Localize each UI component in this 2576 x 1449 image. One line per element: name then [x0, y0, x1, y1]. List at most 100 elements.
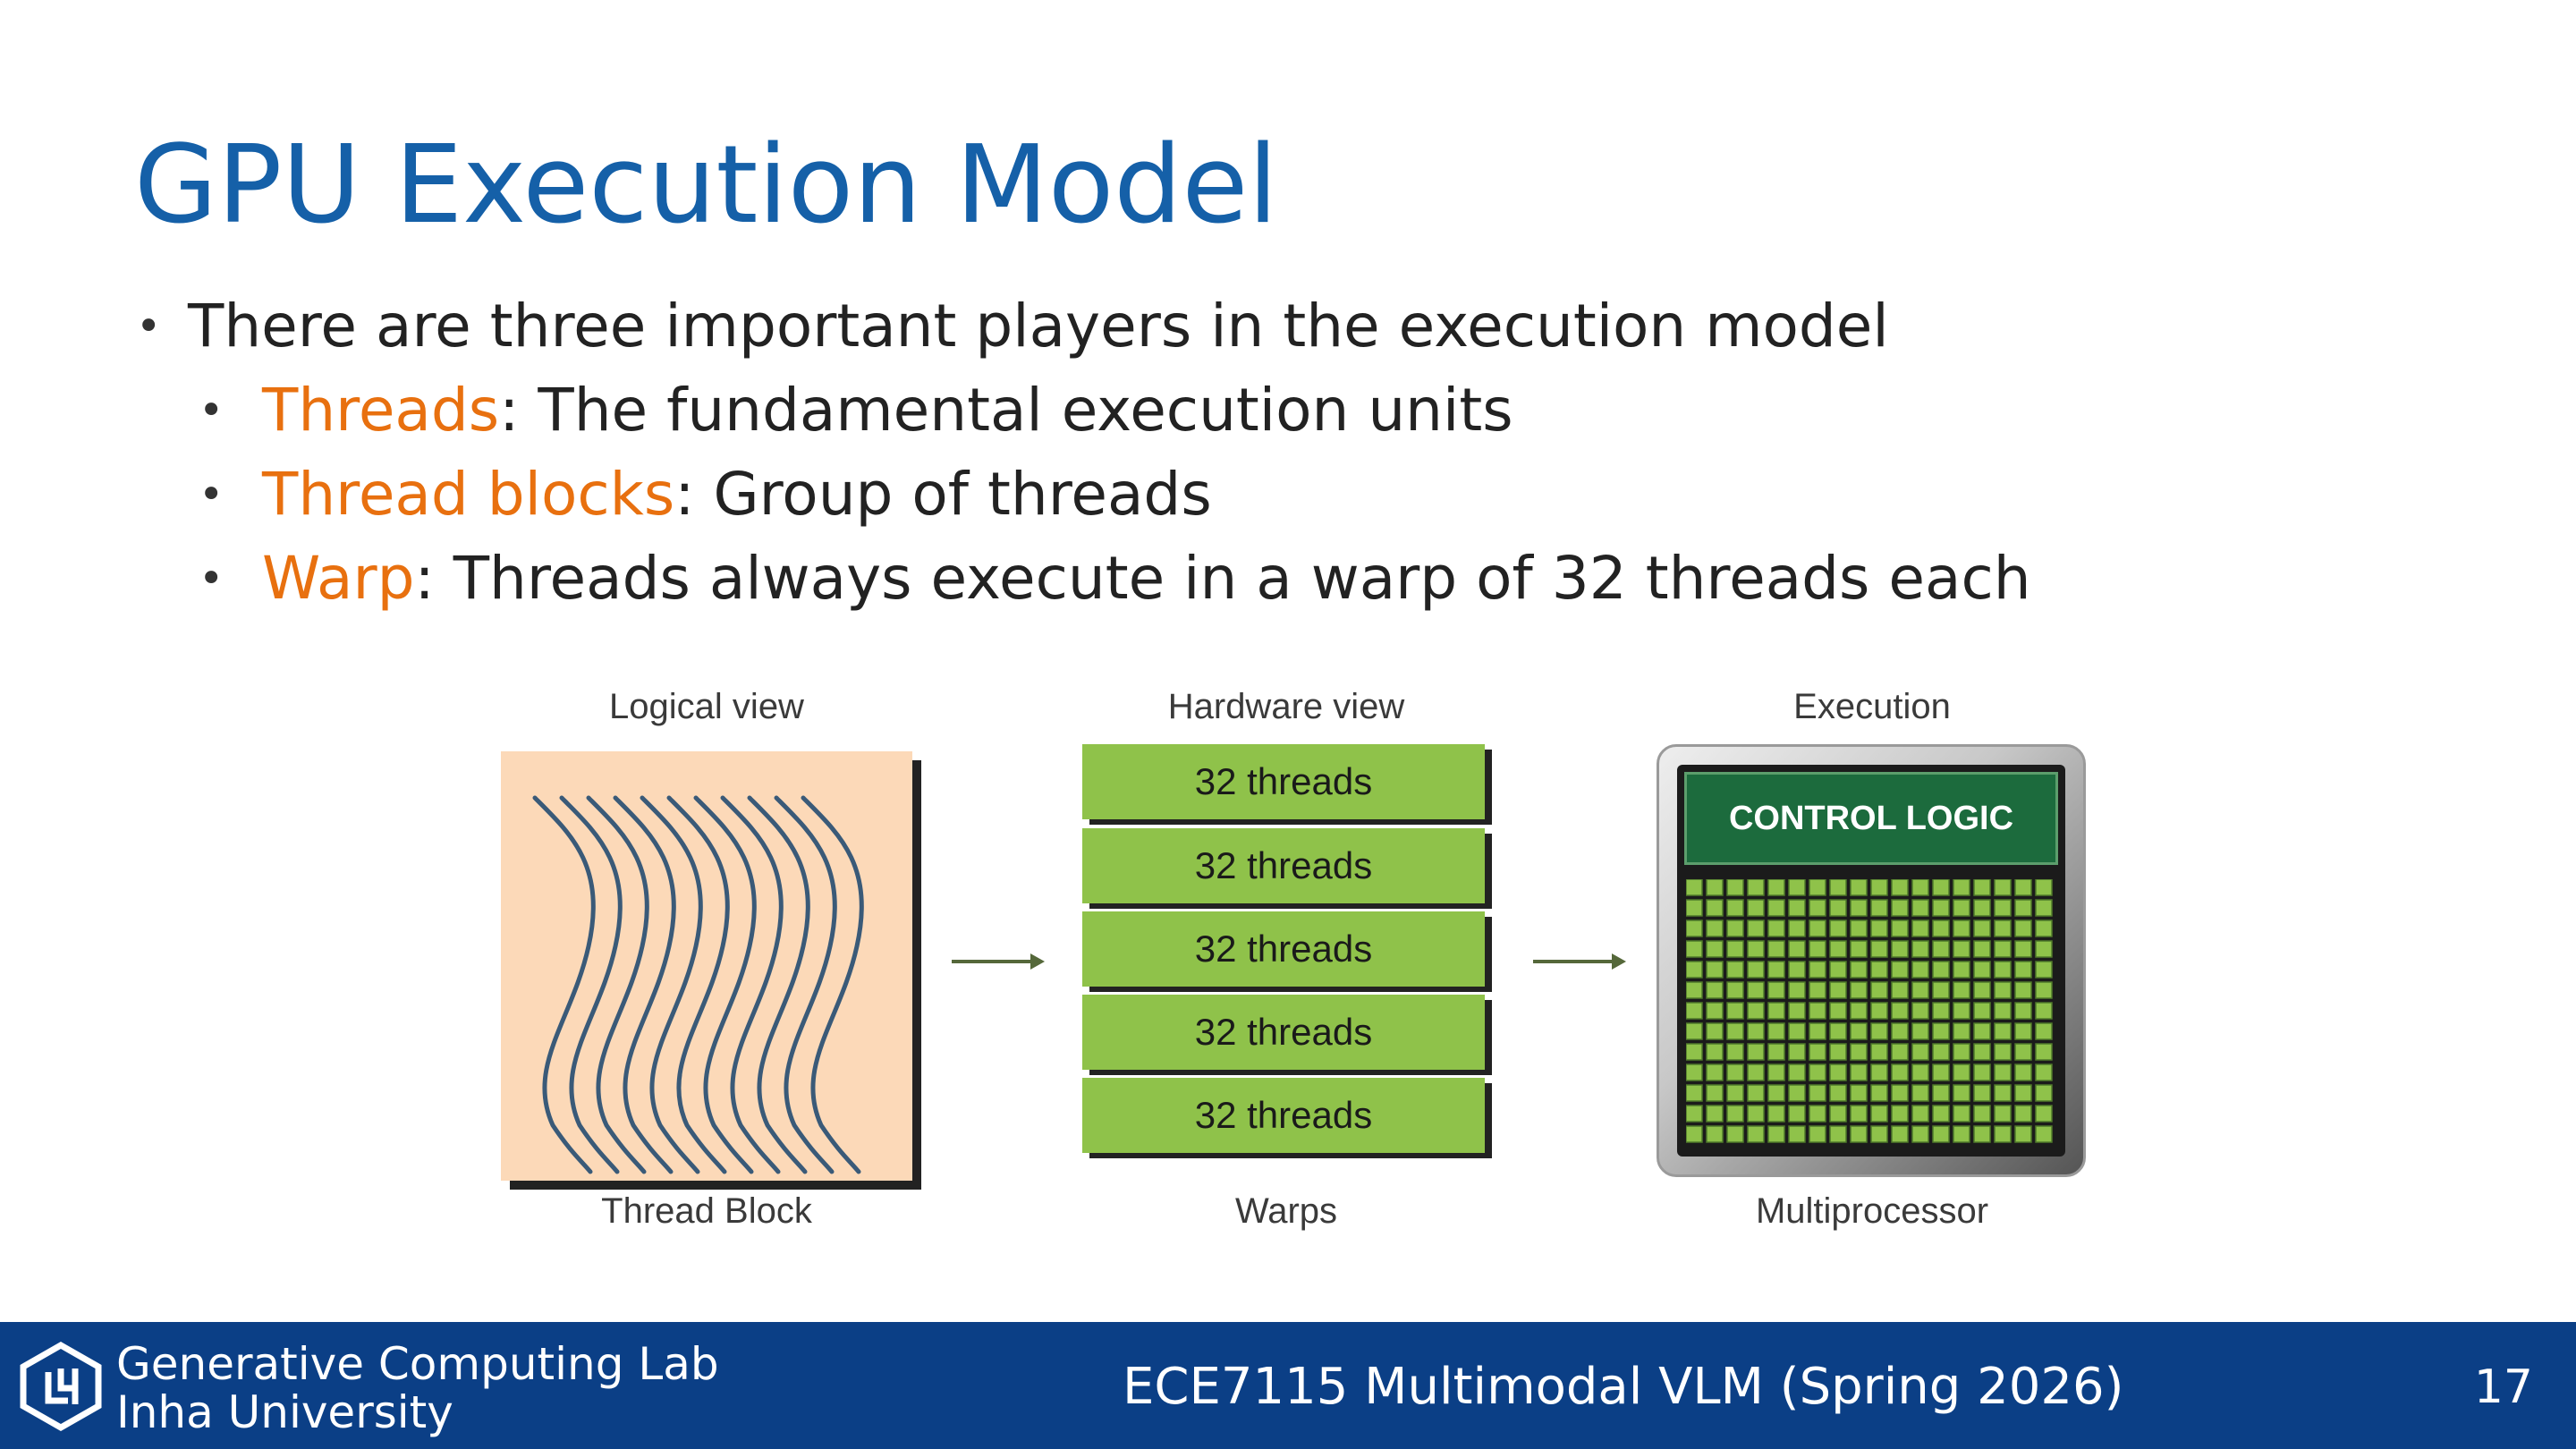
core-cell	[1994, 1043, 2012, 1061]
multiprocessor-caption: Multiprocessor	[1755, 1191, 1989, 1231]
core-cell	[1809, 919, 1826, 937]
core-cell	[1726, 919, 1744, 937]
core-cell	[1994, 899, 2012, 917]
core-cell	[1829, 919, 1847, 937]
core-cell	[1932, 1105, 1950, 1123]
bullet-main: • There are three important players in t…	[134, 284, 2460, 369]
core-cell	[1706, 1022, 1724, 1040]
core-cell	[1953, 1105, 1970, 1123]
core-cell	[1973, 1105, 1991, 1123]
core-cell	[1953, 961, 1970, 979]
core-cell	[1706, 919, 1724, 937]
core-cell	[1706, 879, 1724, 896]
core-cell	[1829, 899, 1847, 917]
core-cell	[1891, 1002, 1909, 1020]
core-cell	[2035, 879, 2053, 896]
core-cell	[1953, 899, 1970, 917]
core-cell	[1829, 940, 1847, 958]
core-cell	[1870, 1002, 1888, 1020]
core-cell	[2014, 1043, 2032, 1061]
thread-block-diagram	[501, 751, 912, 1181]
core-cell	[2035, 899, 2053, 917]
core-cell	[1911, 899, 1929, 917]
core-cell	[1706, 1063, 1724, 1081]
core-cell	[1809, 1043, 1826, 1061]
warp-box: 32 threads	[1082, 828, 1485, 903]
core-cell	[1850, 961, 1868, 979]
core-cell	[1911, 1022, 1929, 1040]
core-cell	[1891, 899, 1909, 917]
core-cell	[1767, 1105, 1785, 1123]
core-cell	[1809, 1125, 1826, 1143]
core-cell	[2014, 1084, 2032, 1102]
core-cell	[1932, 1022, 1950, 1040]
core-cell	[1686, 1063, 1703, 1081]
core-cell	[1686, 899, 1703, 917]
core-cell	[1686, 940, 1703, 958]
core-cell	[1686, 1105, 1703, 1123]
core-cell	[1911, 961, 1929, 979]
core-cell	[1726, 1063, 1744, 1081]
core-cell	[1726, 879, 1744, 896]
core-cell	[1788, 1022, 1806, 1040]
core-cell	[1973, 981, 1991, 999]
core-cell	[1870, 1063, 1888, 1081]
core-cell	[1726, 940, 1744, 958]
core-cell	[1747, 1063, 1765, 1081]
core-cell	[1686, 879, 1703, 896]
core-cell	[2035, 940, 2053, 958]
core-cell	[1788, 1125, 1806, 1143]
core-cell	[1767, 1063, 1785, 1081]
sub-bullet-text: : Threads always execute in a warp of 32…	[414, 544, 2031, 613]
core-cell	[1891, 940, 1909, 958]
core-cell	[1850, 899, 1868, 917]
core-cell	[1932, 1125, 1950, 1143]
core-cell	[1870, 961, 1888, 979]
core-cell	[1747, 940, 1765, 958]
core-cell	[1747, 961, 1765, 979]
core-cell	[1747, 981, 1765, 999]
core-cell	[1973, 1043, 1991, 1061]
core-cell	[1747, 1043, 1765, 1061]
core-cell	[1829, 879, 1847, 896]
control-logic-block: CONTROL LOGIC	[1684, 772, 2058, 865]
core-cell	[1747, 1022, 1765, 1040]
core-cell	[1973, 1063, 1991, 1081]
core-cell	[1870, 899, 1888, 917]
core-cell	[1706, 1105, 1724, 1123]
core-cell	[1809, 981, 1826, 999]
core-cell	[1891, 879, 1909, 896]
core-cell	[1973, 899, 1991, 917]
page-number: 17	[2473, 1360, 2533, 1414]
core-cell	[1809, 1022, 1826, 1040]
core-cell	[2035, 1063, 2053, 1081]
core-cell	[1788, 879, 1806, 896]
core-cell	[1850, 1084, 1868, 1102]
warp-box: 32 threads	[1082, 995, 1485, 1070]
core-cell	[2035, 919, 2053, 937]
core-cell	[1686, 961, 1703, 979]
core-cell	[1953, 940, 1970, 958]
core-cell	[1686, 1043, 1703, 1061]
arrow-right-icon	[1533, 953, 1626, 970]
core-cell	[1726, 1022, 1744, 1040]
core-cell	[1706, 899, 1724, 917]
core-cell	[2035, 1022, 2053, 1040]
core-cell	[1953, 981, 1970, 999]
core-cell	[1891, 919, 1909, 937]
core-cell	[1911, 1125, 1929, 1143]
bullet-dot-icon: •	[199, 554, 225, 604]
sub-bullet-text: : The fundamental execution units	[499, 376, 1513, 445]
lab-name-block: Generative Computing Lab Inha University	[116, 1340, 719, 1436]
lab-name: Generative Computing Lab	[116, 1338, 719, 1390]
core-cell	[1850, 1125, 1868, 1143]
core-cell	[2014, 961, 2032, 979]
core-cell	[1932, 981, 1950, 999]
core-cell	[1809, 879, 1826, 896]
core-cell	[1850, 1002, 1868, 1020]
core-cell	[1932, 940, 1950, 958]
core-cell	[1850, 1043, 1868, 1061]
core-cell	[1829, 1105, 1847, 1123]
core-cell	[1829, 981, 1847, 999]
core-cell	[2014, 981, 2032, 999]
